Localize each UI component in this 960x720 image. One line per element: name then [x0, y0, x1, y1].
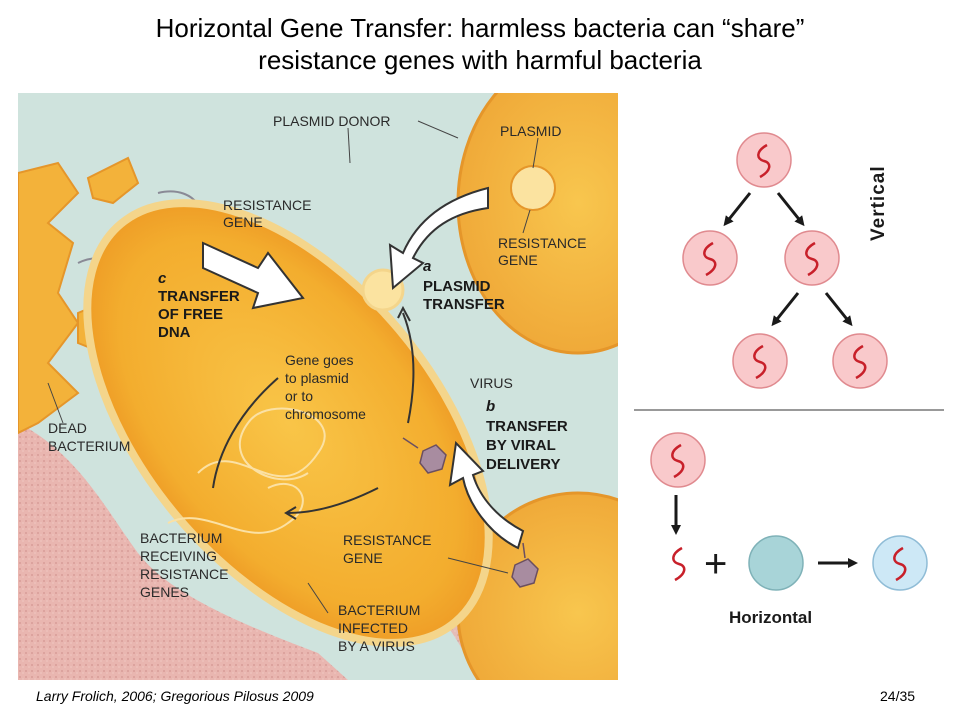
dead-fragment-small [86, 156, 140, 205]
label-gene-goes-1: Gene goes [285, 352, 354, 368]
leader-line [347, 127, 351, 164]
label-gene-goes-3: or to [285, 388, 313, 404]
label-resistance-gene-top: RESISTANCE [223, 197, 311, 213]
label-plasmid: PLASMID [500, 123, 561, 139]
label-resistance-gene-top-2: GENE [223, 214, 263, 230]
label-c-line3: DNA [158, 324, 191, 341]
credit-text: Larry Frolich, 2006; Gregorious Pilosus … [36, 688, 314, 704]
label-c-letter: c [158, 270, 167, 287]
label-plasmid-donor: PLASMID DONOR [273, 113, 390, 129]
gene-transfer-illustration: PLASMID DONOR PLASMID RESISTANCE GENE RE… [18, 93, 618, 680]
vertical-arrow [771, 292, 800, 327]
inner-arrow-left [212, 377, 279, 489]
receiving-bacterium [83, 199, 493, 647]
chromosome-dna-2 [167, 482, 304, 534]
gene-squiggle-icon [757, 143, 771, 179]
label-c-line2: OF FREE [158, 306, 223, 323]
horizontal-label: Horizontal [729, 608, 812, 627]
label-a-letter: a [423, 258, 431, 275]
leader-line [522, 209, 531, 234]
vertical-arrow [824, 292, 853, 327]
leader-line [532, 137, 539, 169]
label-gene-goes-2: to plasmid [285, 370, 349, 386]
slide-title: Horizontal Gene Transfer: harmless bacte… [0, 12, 960, 76]
label-dead-1: DEAD [48, 420, 87, 436]
label-a-line2: TRANSFER [423, 296, 505, 313]
title-line-2: resistance genes with harmful bacteria [258, 45, 702, 75]
inner-arrow-right [402, 312, 415, 424]
label-resistance-gene-right-2: GENE [498, 252, 538, 268]
label-resistance-gene-bottom-2: GENE [343, 550, 383, 566]
label-dead-2: BACTERIUM [48, 438, 130, 454]
gene-squiggle-icon [853, 344, 867, 380]
title-line-1: Horizontal Gene Transfer: harmless bacte… [155, 13, 805, 43]
transfer-diagram: Vertical + Horizontal [622, 93, 960, 680]
plus-icon: + [704, 542, 727, 586]
virus-particle [402, 437, 447, 474]
vertical-tree: Vertical [682, 132, 889, 389]
leader-line [307, 582, 329, 614]
label-a-line1: PLASMID [423, 278, 491, 295]
label-c-line1: TRANSFER [158, 288, 240, 305]
viral-transfer-arrow [448, 440, 525, 550]
page-number: 24/35 [880, 688, 916, 704]
label-resistance-gene-bottom: RESISTANCE [343, 532, 431, 548]
diagram-svg: Vertical + Horizontal [634, 132, 944, 627]
label-gene-goes-4: chromosome [285, 406, 366, 422]
horizontal-transfer: + Horizontal [650, 432, 928, 627]
pink-medium [18, 423, 348, 680]
label-receiving-2: RECEIVING [140, 548, 217, 564]
gene-squiggle-icon [671, 443, 685, 479]
free-gene-squiggle-icon [672, 546, 686, 582]
label-b-line3: DELIVERY [486, 456, 560, 473]
inner-arrow-right-head [397, 305, 411, 322]
gene-squiggle-icon [703, 241, 717, 277]
gene-squiggle-icon [893, 546, 907, 582]
recipient-cell [748, 535, 804, 591]
label-infected-2: INFECTED [338, 620, 408, 636]
label-receiving-4: GENES [140, 584, 189, 600]
dead-bacterium-fragment [18, 161, 80, 435]
plasmid-transfer-arrow [388, 186, 489, 291]
label-virus: VIRUS [470, 375, 513, 391]
illustration-svg: PLASMID DONOR PLASMID RESISTANCE GENE RE… [18, 93, 618, 680]
label-resistance-gene-right: RESISTANCE [498, 235, 586, 251]
label-b-line1: TRANSFER [486, 418, 568, 435]
label-infected-1: BACTERIUM [338, 602, 420, 618]
virus-particle-2 [511, 542, 539, 588]
vertical-label: Vertical [868, 165, 889, 241]
label-receiving-3: RESISTANCE [140, 566, 228, 582]
label-infected-3: BY A VIRUS [338, 638, 415, 654]
leader-line [47, 382, 64, 424]
leader-line [447, 557, 509, 574]
gene-squiggle-icon [753, 344, 767, 380]
inner-arrow-bottom [287, 487, 379, 514]
chromosome-dna [197, 407, 326, 481]
label-b-line2: BY VIRAL [486, 437, 556, 454]
inner-arrow-bottom-head [284, 506, 297, 520]
donor-plasmid [510, 165, 556, 211]
gene-squiggle-icon [805, 241, 819, 277]
vertical-arrow [723, 192, 752, 227]
label-b-letter: b [486, 398, 495, 415]
free-dna-transfer-arrow [202, 241, 305, 310]
vertical-arrow [776, 192, 805, 227]
leader-line [417, 120, 459, 139]
label-receiving-1: BACTERIUM [140, 530, 222, 546]
